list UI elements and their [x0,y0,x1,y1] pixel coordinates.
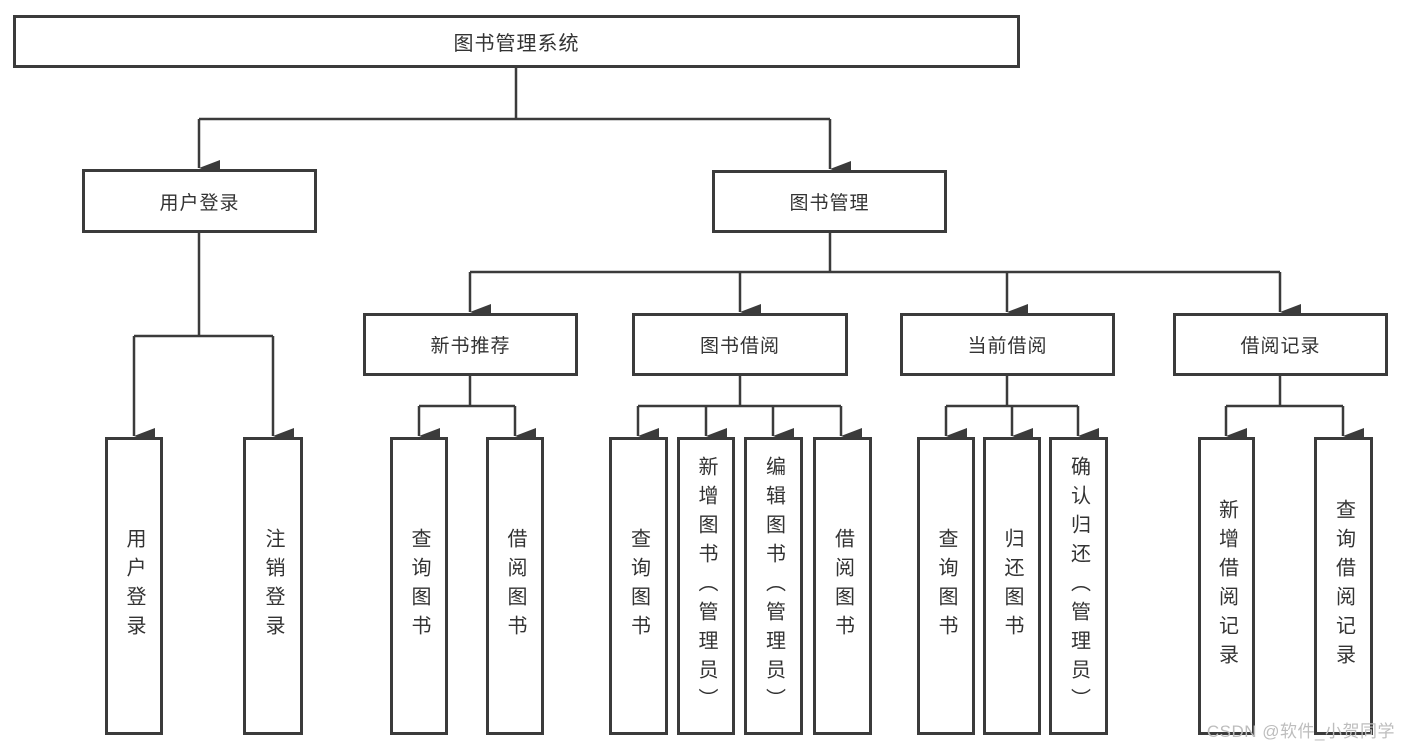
node-user-login: 用户登录 [82,169,317,233]
node-library-system: 图书管理系统 [13,15,1020,68]
leaf-rec-add-record: 新增借阅记录 [1198,437,1255,735]
node-label: 借阅图书 [831,528,854,644]
leaf-nb-query-books: 查询图书 [390,437,448,735]
leaf-rec-query-record: 查询借阅记录 [1314,437,1373,735]
node-label: 用户登录 [159,192,240,214]
node-label: 借阅记录 [1240,336,1321,357]
leaf-logout: 注销登录 [243,437,303,735]
node-label: 查询图书 [627,528,650,644]
node-label: 归还图书 [1001,528,1023,644]
leaf-user-login: 用户登录 [105,437,163,735]
leaf-bw-add-books-admin: 新增图书（管理员） [677,437,735,735]
connector-user-login-branch [132,233,294,444]
node-label: 图书借阅 [699,336,780,357]
node-label: 图书管理 [789,193,870,214]
connector-records-branch [1224,376,1364,444]
node-label: 注销登录 [262,528,284,644]
node-label: 查询图书 [408,528,430,644]
leaf-cur-return-books: 归还图书 [983,437,1041,735]
node-label: 借阅图书 [504,528,526,644]
node-label: 当前借阅 [967,336,1048,357]
node-book-borrowing: 图书借阅 [632,313,848,376]
connector-new-books-branch [417,376,536,444]
leaf-bw-edit-books-admin: 编辑图书（管理员） [744,437,803,735]
node-label: 查询借阅记录 [1332,499,1355,673]
leaf-cur-query-books: 查询图书 [917,437,975,735]
leaf-nb-borrow-books: 借阅图书 [486,437,544,735]
node-borrowing-records: 借阅记录 [1173,313,1388,376]
node-label: 新增图书（管理员） [695,455,717,717]
node-label: 查询图书 [935,528,957,644]
node-label: 新增借阅记录 [1215,499,1238,673]
node-current-borrowing: 当前借阅 [900,313,1115,376]
leaf-bw-borrow-books: 借阅图书 [813,437,872,735]
connector-root-to-level2 [197,68,851,177]
node-label: 用户登录 [123,528,145,644]
node-label: 确认归还（管理员） [1067,455,1090,717]
node-book-management: 图书管理 [712,170,947,233]
node-label: 图书管理系统 [453,33,580,55]
connector-borrowing-branch [636,376,862,444]
node-label: 编辑图书（管理员） [762,455,785,717]
leaf-cur-confirm-return-admin: 确认归还（管理员） [1049,437,1108,735]
node-new-book-recommend: 新书推荐 [363,313,578,376]
connector-book-mgmt-to-level3 [468,233,1301,320]
leaf-bw-query-books: 查询图书 [609,437,668,735]
node-label: 新书推荐 [430,336,511,357]
csdn-watermark: CSDN @软件_小贺同学 [1206,722,1395,741]
connector-current-branch [944,376,1099,444]
